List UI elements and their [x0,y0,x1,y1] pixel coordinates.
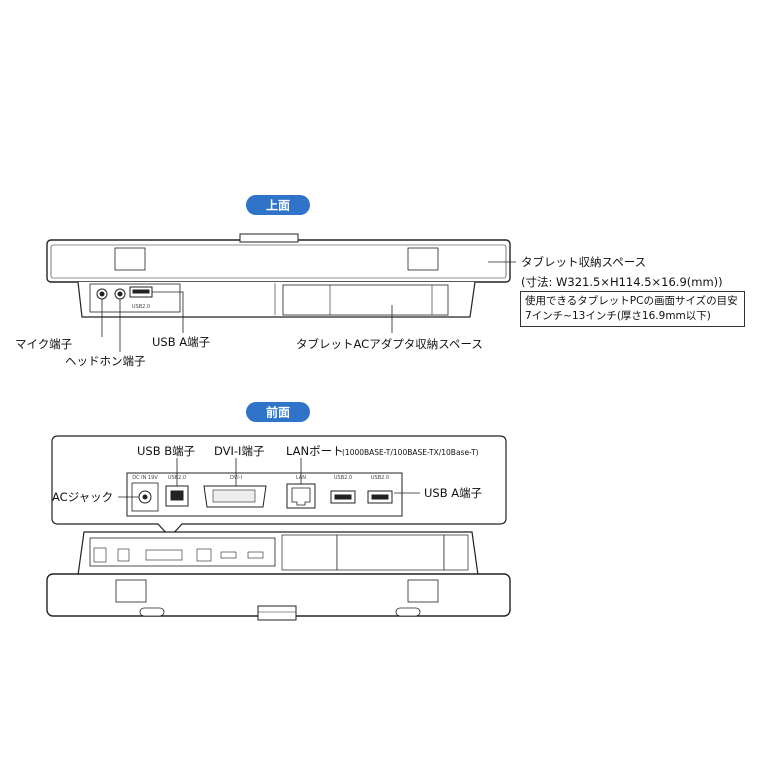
front-callouts [118,458,420,498]
top-usb-tiny-label: USB2.0 [132,304,150,310]
label-top-usb-a: USB A端子 [152,335,210,349]
tablet-size-note: 使用できるタブレットPCの画面サイズの目安 7インチ~13インチ(厚さ16.9m… [520,291,745,327]
tiny-dc-label: DC IN 19V [132,475,158,481]
note-line-2: 7インチ~13インチ(厚さ16.9mm以下) [525,310,711,322]
top-adapter-box [282,284,449,316]
label-lan-spec: (1000BASE-T/100BASE-TX/10Base-T) [342,448,479,457]
mini-usb-a-1-icon [220,551,237,559]
top-labels: タブレット収納スペース (寸法: W321.5×H114.5×16.9(mm))… [15,255,723,368]
front-foot-left [115,579,147,603]
section-front: 前面 [246,402,310,422]
front-foot-right [407,579,439,603]
mini-lan-icon [196,548,212,562]
section-title-top: 上面 [266,198,290,213]
lan-socket [291,487,311,506]
front-usb-a-1-tongue [334,494,352,500]
label-usb-b: USB B端子 [137,444,195,458]
front-device [46,531,511,621]
tiny-usb-a-2-label: USB2.0 [371,475,389,481]
mini-ac-jack-icon [93,547,107,563]
mini-dvi-icon [145,549,183,561]
top-device [46,233,511,318]
label-adapter-space: タブレットACアダプタ収納スペース [296,337,483,351]
front-zoom-panel: DC IN 19V USB2.0 DVI-I LAN USB2.0 USB2.0 [51,435,507,538]
front-usb-a-2-tongue [371,494,389,500]
label-tablet-space: タブレット収納スペース [521,255,646,269]
front-compartment-3 [443,534,469,571]
ac-jack-pin [142,494,148,500]
front-compartment-1 [281,534,338,571]
front-compartment-2 [336,534,445,571]
top-callouts [101,261,516,352]
top-usb-a-tongue [132,289,150,294]
label-lan: LANポート [286,444,344,458]
top-foot-left [114,247,146,271]
mini-usb-a-2-icon [247,551,264,559]
note-line-1: 使用できるタブレットPCの画面サイズの目安 [525,295,738,307]
label-dvi: DVI-I端子 [214,444,264,458]
top-clip [239,233,299,243]
front-labels: USB B端子 DVI-I端子 LANポート (1000BASE-T/100BA… [52,444,482,504]
label-dimensions: (寸法: W321.5×H114.5×16.9(mm)) [521,275,723,289]
section-pill-top [246,195,310,215]
front-slot-left [139,607,165,617]
leader-top-usb-a [152,291,184,333]
tiny-usb-a-1-label: USB2.0 [334,475,352,481]
front-bottom-clip [257,605,297,621]
mini-usb-b-icon [117,548,130,562]
label-front-usb-a: USB A端子 [424,486,482,500]
label-ac-jack: ACジャック [52,490,113,504]
section-top: 上面 [246,195,310,215]
dvi-pins [212,489,256,503]
label-mic-port: マイク端子 [15,337,72,351]
headphone-jack-hole [117,291,123,297]
section-title-front: 前面 [266,405,290,420]
top-slot [50,244,507,279]
mic-jack-hole [99,291,105,297]
label-headphone-port: ヘッドホン端子 [65,354,146,368]
section-pill-front [246,402,310,422]
usb-b-core [170,490,184,501]
top-foot-right [407,247,439,271]
front-slot-right [395,607,421,617]
